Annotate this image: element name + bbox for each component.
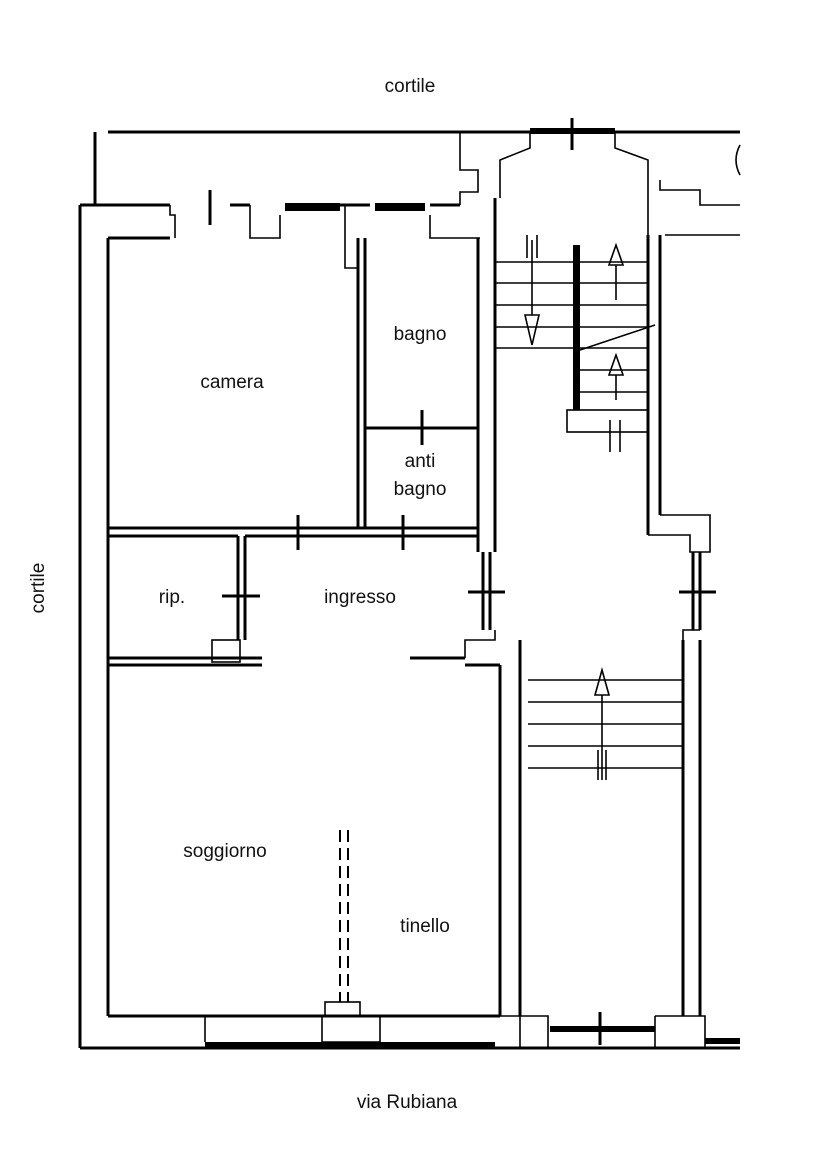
outer-walls — [78, 130, 741, 1050]
room-label-ripostiglio: rip. — [159, 587, 185, 608]
dashed-divider — [204, 830, 381, 1043]
room-label-tinello: tinello — [400, 916, 450, 937]
room-label-antibagno-line2: bagno — [394, 479, 447, 500]
room-label-antibagno-line1: anti — [405, 451, 436, 472]
room-label-bagno: bagno — [394, 324, 447, 345]
stairwell — [495, 235, 711, 1048]
interior-walls — [108, 198, 549, 1048]
room-label-soggiorno: soggiorno — [183, 841, 266, 862]
room-label-camera: camera — [200, 372, 264, 393]
label-street: via Rubiana — [357, 1092, 458, 1113]
label-courtyard-left: cortile — [28, 563, 49, 614]
room-label-ingresso: ingresso — [324, 587, 396, 608]
door-markers — [208, 118, 716, 1045]
label-courtyard-top: cortile — [385, 76, 436, 97]
